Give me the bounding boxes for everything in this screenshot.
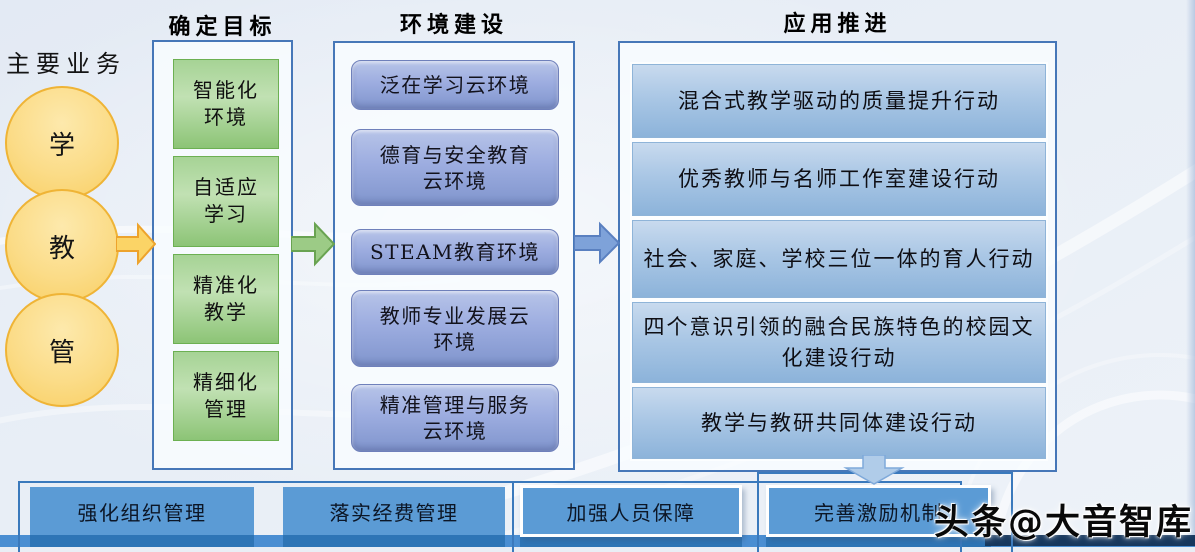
main-business-label: 主要业务 <box>6 50 126 78</box>
right-edge-shade <box>1186 0 1195 552</box>
goal-box: 智能化 环境 <box>173 59 279 150</box>
flow-arrow-right-green-icon <box>291 221 335 267</box>
bottom-box: 落实经费管理 <box>283 487 505 535</box>
bottom-band-shadow <box>30 535 254 547</box>
bottom-box: 强化组织管理 <box>30 487 254 535</box>
flow-arrow-right-yellow-icon <box>116 222 156 266</box>
business-circle-manage: 管 <box>5 293 119 407</box>
app-action-box: 优秀教师与名师工作室建设行动 <box>632 142 1046 216</box>
env-box: 精准管理与服务 云环境 <box>351 384 559 452</box>
app-action-box: 教学与教研共同体建设行动 <box>632 387 1046 459</box>
flow-arrow-down-icon <box>843 455 905 485</box>
bottom-band-shadow <box>283 535 505 547</box>
env-box: 教师专业发展云 环境 <box>351 290 559 367</box>
app-column-header: 应用推进 <box>783 11 892 37</box>
circle-label: 学 <box>48 130 75 161</box>
watermark-text: 头条@大音智库 <box>933 503 1193 543</box>
bottom-box: 完善激励机制 <box>766 485 991 537</box>
goal-box: 自适应 学习 <box>173 156 279 247</box>
bottom-band-shadow <box>766 535 991 547</box>
bottom-container-divider <box>512 481 514 552</box>
goal-stack: 智能化 环境 自适应 学习 精准化 教学 精细化 管理 <box>173 59 279 441</box>
navy-strip <box>985 535 1195 546</box>
app-column-container: 混合式教学驱动的质量提升行动 优秀教师与名师工作室建设行动 社会、家庭、学校三位… <box>618 41 1057 472</box>
goal-column-container: 智能化 环境 自适应 学习 精准化 教学 精细化 管理 <box>152 40 293 470</box>
env-box: STEAM教育环境 <box>351 229 559 275</box>
flow-arrow-right-blue-icon <box>574 221 620 265</box>
circle-label: 管 <box>48 337 75 368</box>
app-action-box: 混合式教学驱动的质量提升行动 <box>632 64 1046 138</box>
env-box: 德育与安全教育 云环境 <box>351 129 559 206</box>
business-circle-learn: 学 <box>5 86 119 200</box>
app-action-box: 社会、家庭、学校三位一体的育人行动 <box>632 220 1046 298</box>
goal-box: 精细化 管理 <box>173 350 279 441</box>
goal-column-header: 确定目标 <box>168 14 277 40</box>
circle-label: 教 <box>48 233 75 264</box>
bottom-box: 加强人员保障 <box>520 485 742 537</box>
env-column-header: 环境建设 <box>399 12 508 38</box>
app-action-box: 四个意识引领的融合民族特色的校园文 化建设行动 <box>632 302 1046 383</box>
business-circle-teach: 教 <box>5 189 119 303</box>
bottom-edge-strip <box>0 547 1195 552</box>
env-column-container: 泛在学习云环境 德育与安全教育 云环境 STEAM教育环境 教师专业发展云 环境… <box>333 41 575 470</box>
bottom-band-shadow <box>520 535 742 547</box>
goal-box: 精准化 教学 <box>173 253 279 344</box>
env-box: 泛在学习云环境 <box>351 60 559 110</box>
